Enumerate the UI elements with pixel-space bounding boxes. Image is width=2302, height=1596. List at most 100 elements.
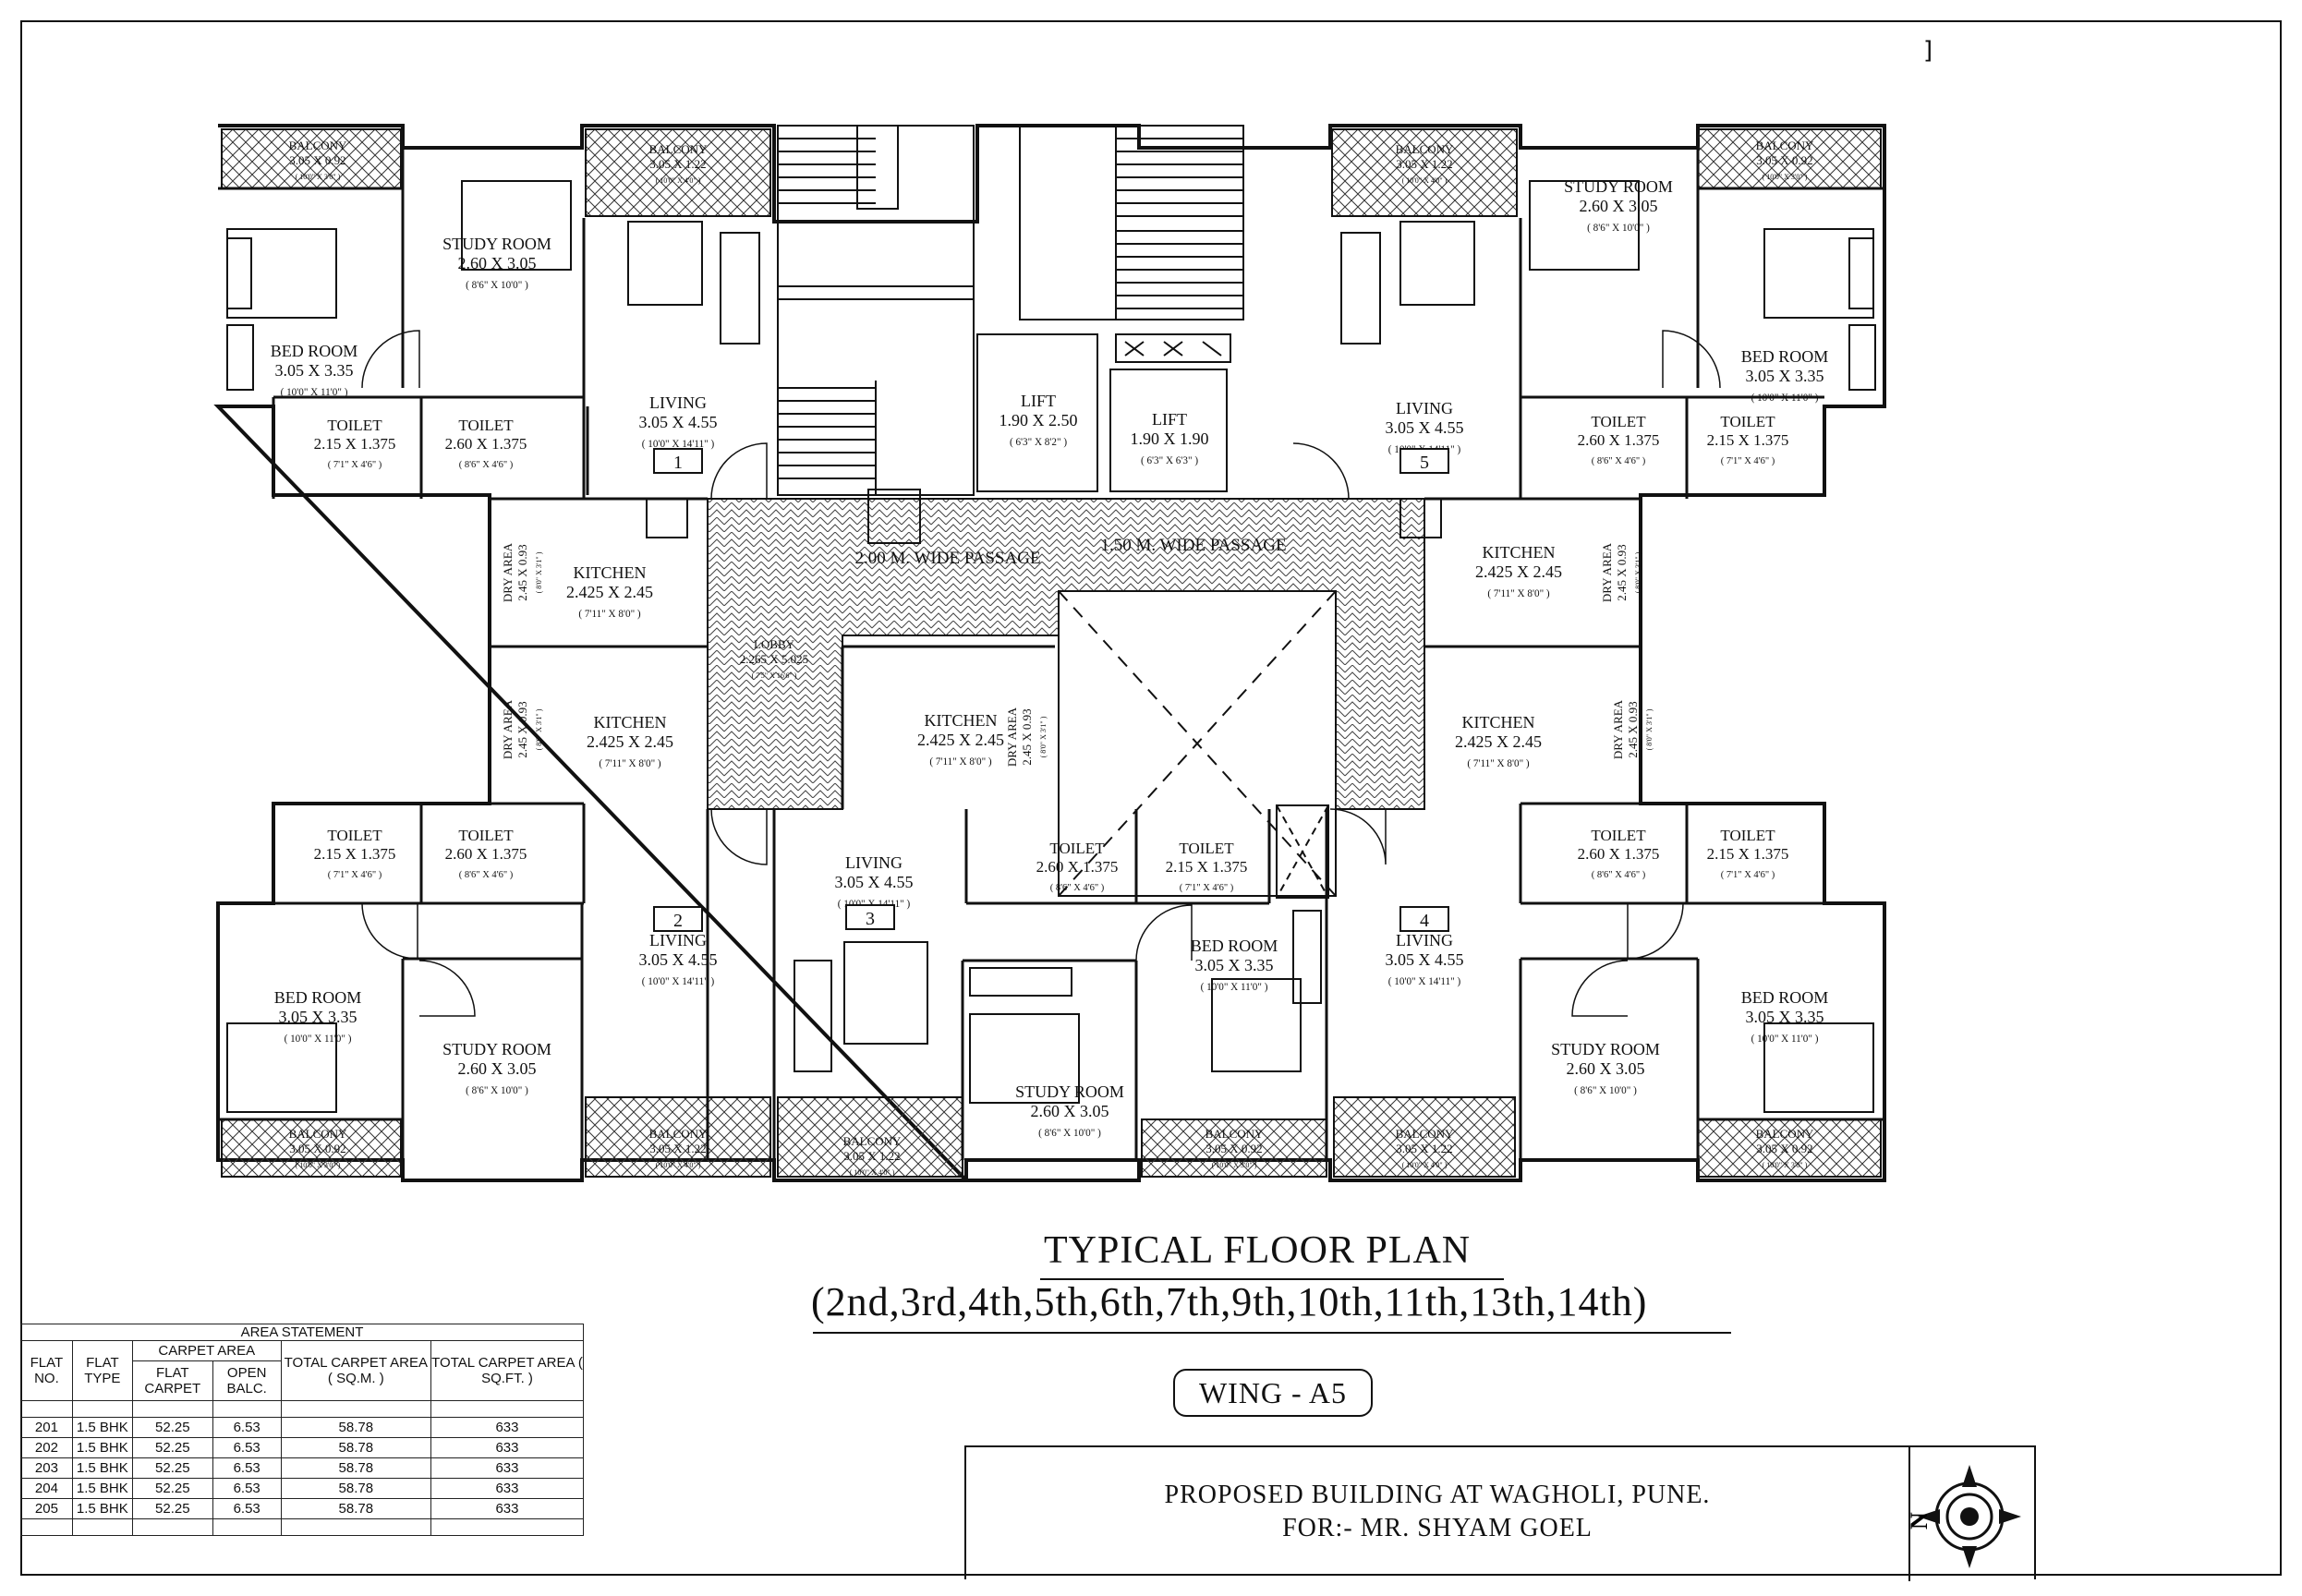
drawing-sheet-border xyxy=(20,20,2282,1576)
flat-3-balcony-b-label-name: BALCONY xyxy=(1206,1127,1264,1141)
flat-1-toilet-a-label-dim: 2.15 X 1.375 xyxy=(314,435,396,453)
table-cell: 58.78 xyxy=(280,1498,431,1519)
flat-5-kitchen-label-name: KITCHEN xyxy=(1483,543,1556,562)
flat-3-number: 3 xyxy=(866,909,875,929)
flat-4-bedroom-label-dim: 3.05 X 3.35 xyxy=(1746,1008,1824,1026)
flat-3-bedroom-label-name: BED ROOM xyxy=(1191,937,1278,955)
flat-2-balcony-b-label-name: BALCONY xyxy=(649,1127,708,1141)
flat-1-toilet-b-label-dim: 2.60 X 1.375 xyxy=(445,435,527,453)
flat-1-study-label-dim: 2.60 X 3.05 xyxy=(458,254,537,272)
col-carpet-area: CARPET AREA xyxy=(131,1339,282,1362)
flat-4-kitchen-label-imperial: ( 7'11" X 8'0" ) xyxy=(1467,758,1530,769)
flat-4-toilet-b-label-dim: 2.15 X 1.375 xyxy=(1707,845,1789,863)
lift-1-label-name: LIFT xyxy=(1021,392,1056,410)
flat-3-bedroom-label-imperial: ( 10'0" X 11'0" ) xyxy=(1201,982,1268,993)
table-cell: 1.5 BHK xyxy=(71,1457,133,1479)
lobby-label-name: LOBBY xyxy=(754,637,795,651)
flat-2-toilet-a-label-dim: 2.15 X 1.375 xyxy=(314,845,396,863)
flat-4-living-label-dim: 3.05 X 4.55 xyxy=(1386,950,1464,969)
flat-5-bedroom-label-name: BED ROOM xyxy=(1741,347,1829,366)
flat-4-number-box xyxy=(1399,906,1449,932)
internal-walls xyxy=(218,148,1884,1160)
flat-1-kitchen-label-dim: 2.425 X 2.45 xyxy=(566,583,653,601)
flat-1-kitchen-label-imperial: ( 7'11" X 8'0" ) xyxy=(578,609,641,620)
flat-3-toilet-b-label-name: TOILET xyxy=(1179,840,1234,857)
flat-2-toilet-a-label-imperial: ( 7'1" X 4'6" ) xyxy=(328,870,382,880)
lift-2-label-name: LIFT xyxy=(1152,410,1187,429)
door-swings xyxy=(361,330,1721,1017)
flat-1-kitchen-label-name: KITCHEN xyxy=(574,563,647,582)
flat-5-toilet-b-label-dim: 2.15 X 1.375 xyxy=(1707,431,1789,449)
title-block-divider xyxy=(1908,1447,1910,1581)
flat-3-dry-area-label-name: DRY AREA xyxy=(1005,707,1019,767)
subtitle-underline xyxy=(813,1332,1731,1334)
wing-badge: WING - A5 xyxy=(1173,1369,1373,1417)
flat-2-study-label-name: STUDY ROOM xyxy=(442,1040,551,1058)
flat-3-toilet-a-label-name: TOILET xyxy=(1049,840,1105,857)
flat-4-balcony-a-label-imperial: ( 10'0" X 4'0" ) xyxy=(1402,1161,1448,1169)
flat-2-study-label-imperial: ( 8'6" X 10'0" ) xyxy=(466,1085,528,1096)
flat-5-bedroom-label-dim: 3.05 X 3.35 xyxy=(1746,367,1824,385)
lift-1-label-imperial: ( 6'3" X 8'2" ) xyxy=(1010,437,1067,448)
flat-2-kitchen-label-dim: 2.425 X 2.45 xyxy=(587,732,673,751)
flat-5-kitchen-label-dim: 2.425 X 2.45 xyxy=(1475,562,1562,581)
flat-2-toilet-b-label-dim: 2.60 X 1.375 xyxy=(445,845,527,863)
flat-3-balcony-b-label-imperial: ( 10'0" X 3'0" ) xyxy=(1212,1161,1257,1169)
flat-3-balcony-a-label-dim: 3.05 X 1.22 xyxy=(843,1149,900,1163)
table-cell: 52.25 xyxy=(131,1417,213,1438)
flat-2-toilet-b-label-name: TOILET xyxy=(458,827,514,844)
flat-5-study-label-imperial: ( 8'6" X 10'0" ) xyxy=(1587,223,1650,234)
flat-1-living-label-dim: 3.05 X 4.55 xyxy=(639,413,718,431)
client-name: FOR:- MR. SHYAM GOEL xyxy=(1282,1514,1593,1542)
table-cell: 52.25 xyxy=(131,1457,213,1479)
flat-4-balcony-b-label-imperial: ( 10'0" X 3'0" ) xyxy=(1763,1161,1808,1169)
table-cell: 201 xyxy=(20,1417,73,1438)
flat-5-balcony-a-label-imperial: ( 10'0" X 4'0" ) xyxy=(1402,176,1448,185)
flat-5-balcony-b-label-name: BALCONY xyxy=(1756,139,1814,152)
col-flat-no: FLAT NO. xyxy=(20,1340,73,1401)
flat-1-dry-area-label-imperial: ( 8'0" X 3'1" ) xyxy=(535,551,543,593)
flat-2-living-label-dim: 3.05 X 4.55 xyxy=(639,950,718,969)
flat-5-toilet-a-label-dim: 2.60 X 1.375 xyxy=(1578,431,1660,449)
flat-3-number-box xyxy=(845,904,895,930)
flat-5-living-label-name: LIVING xyxy=(1396,399,1453,417)
balconies xyxy=(221,128,1882,1178)
table-cell: 58.78 xyxy=(280,1457,431,1479)
table-cell: 52.25 xyxy=(131,1498,213,1519)
flat-2-dry-area-label-imperial: ( 8'0" X 3'1" ) xyxy=(535,708,543,750)
flat-2-living-label-imperial: ( 10'0" X 14'11" ) xyxy=(642,976,715,987)
table-cell: 6.53 xyxy=(212,1457,282,1479)
table-cell: 633 xyxy=(430,1417,585,1438)
lift-2-label-imperial: ( 6'3" X 6'3" ) xyxy=(1141,455,1198,466)
lift-2-label-dim: 1.90 X 1.90 xyxy=(1131,429,1209,448)
flat-4-study-label-name: STUDY ROOM xyxy=(1551,1040,1660,1058)
table-cell: 203 xyxy=(20,1457,73,1479)
table-cell: 52.25 xyxy=(131,1437,213,1458)
table-cell: 6.53 xyxy=(212,1437,282,1458)
flat-3-living-label-dim: 3.05 X 4.55 xyxy=(835,873,914,891)
table-cell: 1.5 BHK xyxy=(71,1417,133,1438)
flat-5-bedroom-label-imperial: ( 10'0" X 11'0" ) xyxy=(1751,393,1819,404)
table-cell: 633 xyxy=(430,1437,585,1458)
flat-1-balcony-a-label-name: BALCONY xyxy=(289,139,347,152)
table-cell: 6.53 xyxy=(212,1478,282,1499)
title-block: PROPOSED BUILDING AT WAGHOLI, PUNE. FOR:… xyxy=(964,1445,2036,1581)
